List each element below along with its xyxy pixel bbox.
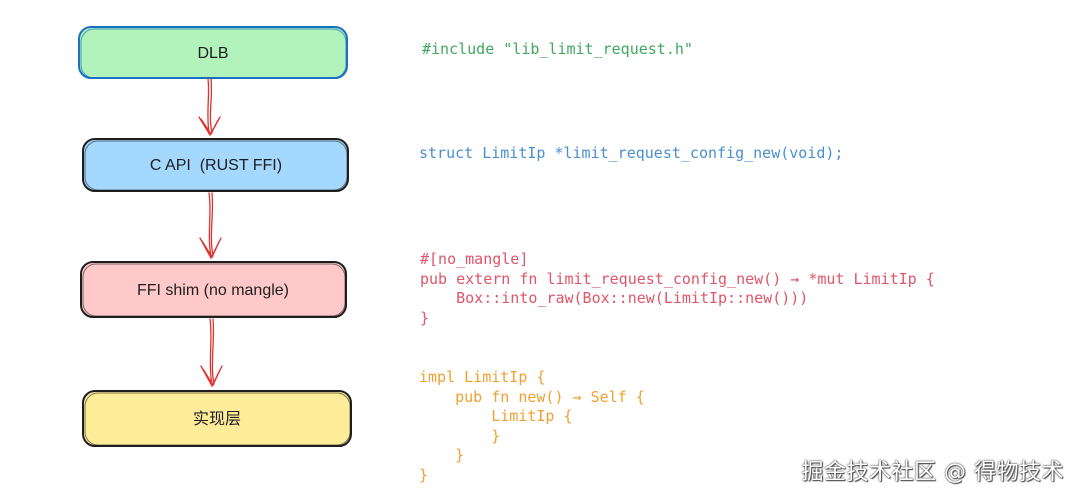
code-line: } [419, 446, 465, 464]
box-impl-layer-shape [82, 390, 352, 447]
code-line: pub extern fn limit_request_config_new()… [420, 269, 935, 288]
code-impl-block: impl LimitIp { pub fn new() → Self { Lim… [419, 368, 645, 485]
box-impl-layer-label: 实现层 [193, 410, 241, 428]
code-line: } [419, 465, 429, 484]
watermark: 掘金技术社区 @ 得物技术 [801, 460, 1064, 485]
box-impl-layer: 实现层 [82, 390, 352, 447]
box-c-api-shape [82, 138, 349, 192]
box-dlb: DLB [78, 26, 348, 79]
arrow-capi-to-shim [199, 192, 222, 260]
box-ffi-shim-sketch-stroke [82, 263, 346, 317]
code-struct-declaration: struct LimitIp *limit_request_config_new… [419, 144, 843, 164]
arrow-shim-to-impl [200, 318, 223, 388]
code-line: #[no_mangle] [420, 250, 529, 268]
box-dlb-label: DLB [197, 45, 228, 62]
code-line: #include "lib_limit_request.h" [422, 40, 693, 58]
box-ffi-shim: FFI shim (no mangle) [80, 261, 347, 318]
box-impl-layer-sketch-stroke [84, 392, 351, 446]
code-include: #include "lib_limit_request.h" [422, 40, 693, 60]
box-c-api-label: C API (RUST FFI) [150, 157, 282, 174]
code-line: struct LimitIp *limit_request_config_new… [419, 144, 844, 162]
code-line: } [420, 308, 430, 327]
code-line: Box::into_raw(Box::new(LimitIp::new())) [420, 289, 809, 307]
code-line: impl LimitIp { [419, 368, 546, 386]
box-ffi-shim-label: FFI shim (no mangle) [137, 282, 289, 299]
box-ffi-shim-shape [80, 261, 347, 318]
arrow-dlb-to-capi [198, 78, 221, 137]
code-line: pub fn new() → Self { [419, 387, 645, 406]
code-line: } [419, 426, 501, 445]
box-c-api: C API (RUST FFI) [82, 138, 349, 192]
box-c-api-sketch-stroke [84, 140, 348, 191]
box-dlb-sketch-stroke [80, 28, 347, 79]
code-ffi-shim-function: #[no_mangle]pub extern fn limit_request_… [420, 250, 935, 328]
code-line: LimitIp { [419, 407, 573, 425]
